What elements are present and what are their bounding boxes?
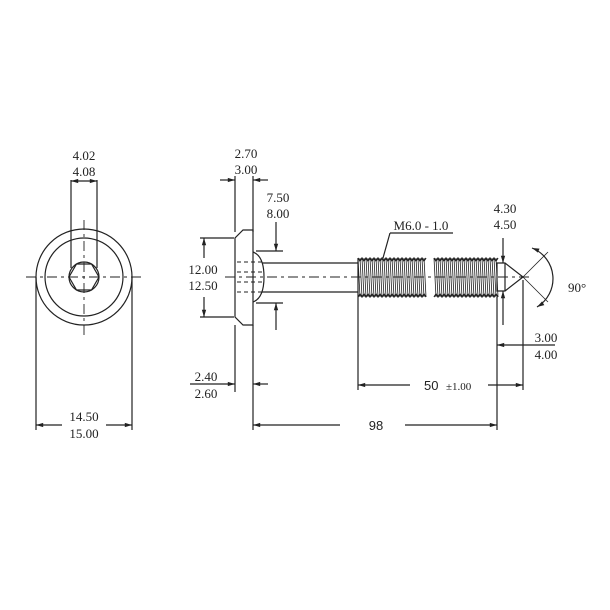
head-inner-circle bbox=[44, 237, 124, 317]
thread-spec: M6.0 - 1.0 bbox=[394, 218, 449, 233]
overall-length: 98 bbox=[369, 418, 383, 433]
thread-profile bbox=[357, 256, 427, 299]
tip-angle: 90° bbox=[568, 280, 586, 295]
head-dome bbox=[252, 251, 265, 303]
flange-min: 2.40 bbox=[195, 369, 218, 384]
tip-length-min: 3.00 bbox=[535, 330, 558, 345]
front-view: 4.02 4.08 14.50 15.00 bbox=[26, 148, 143, 441]
thread-tolerance: ±1.00 bbox=[446, 381, 472, 393]
thread-profile bbox=[433, 256, 499, 299]
head-dia-max: 15.00 bbox=[69, 426, 98, 441]
thread-hatch bbox=[433, 257, 499, 298]
thread-section bbox=[357, 256, 499, 299]
bolt-head bbox=[234, 229, 254, 326]
flange-max: 2.60 bbox=[195, 386, 218, 401]
side-view: 2.70 3.00 7.50 8.00 12.00 12.50 2.40 2.6… bbox=[188, 146, 586, 433]
thread-hatch bbox=[357, 257, 427, 298]
tip-dia-max: 4.50 bbox=[494, 217, 517, 232]
shank-dia-min: 7.50 bbox=[267, 190, 290, 205]
hex-width-max: 4.08 bbox=[73, 164, 96, 179]
tip-length-max: 4.00 bbox=[535, 347, 558, 362]
head-dia-min: 14.50 bbox=[69, 409, 98, 424]
hex-width-min: 4.02 bbox=[73, 148, 96, 163]
tip-dia-min: 4.30 bbox=[494, 201, 517, 216]
bolt-tip bbox=[496, 262, 524, 292]
head-height-max: 12.50 bbox=[188, 278, 217, 293]
thread-length: 50 bbox=[424, 378, 438, 393]
shank-dia-max: 8.00 bbox=[267, 206, 290, 221]
head-thickness-max: 3.00 bbox=[235, 162, 258, 177]
angle-arc bbox=[531, 247, 554, 308]
head-thickness-min: 2.70 bbox=[235, 146, 258, 161]
head-height-min: 12.00 bbox=[188, 262, 217, 277]
